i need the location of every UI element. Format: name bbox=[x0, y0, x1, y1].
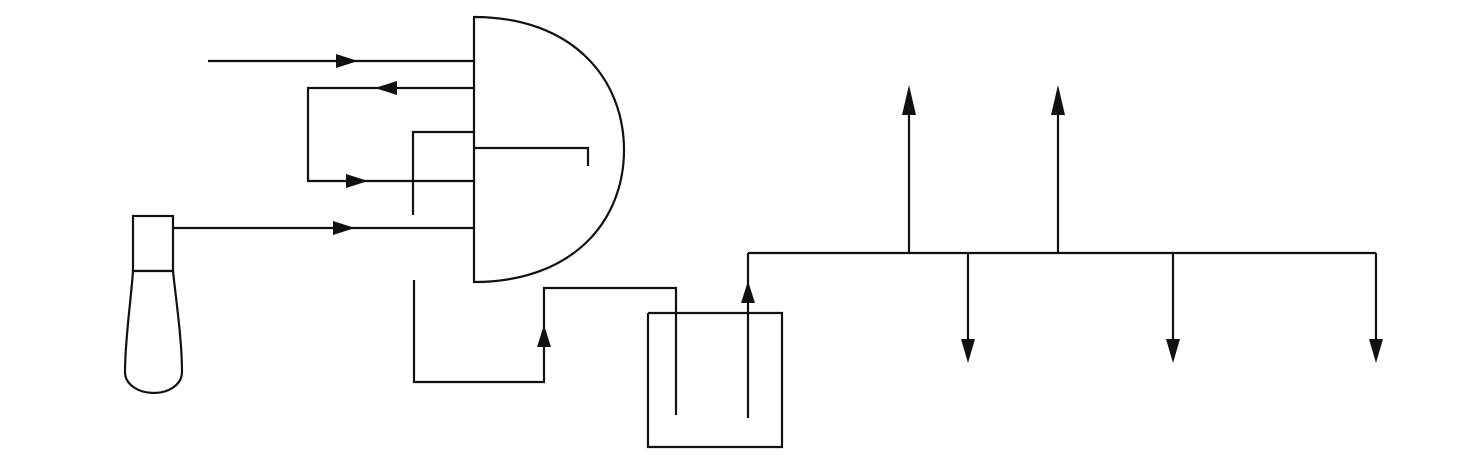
dome-vessel bbox=[472, 15, 626, 284]
outlet-line-to-tank bbox=[412, 280, 678, 415]
arrow-left-icon bbox=[375, 81, 397, 95]
collection-tank bbox=[646, 311, 784, 449]
arrow-up-icon bbox=[902, 85, 916, 115]
dip-tube bbox=[411, 130, 474, 215]
arrow-up-icon bbox=[741, 281, 755, 303]
flask-neck bbox=[131, 214, 175, 273]
arrow-up-icon bbox=[1051, 85, 1065, 115]
flask-body bbox=[123, 269, 184, 395]
arrow-right-icon bbox=[333, 221, 355, 235]
recirculation-loop bbox=[306, 86, 474, 183]
arrow-right-icon bbox=[346, 174, 368, 188]
arrow-down-icon bbox=[1369, 339, 1383, 363]
arrow-down-icon bbox=[1166, 339, 1180, 363]
arrow-up-icon bbox=[537, 325, 551, 347]
arrow-down-icon bbox=[961, 339, 975, 363]
dome-internal-baffle bbox=[474, 146, 590, 166]
arrow-right-icon bbox=[336, 54, 358, 68]
